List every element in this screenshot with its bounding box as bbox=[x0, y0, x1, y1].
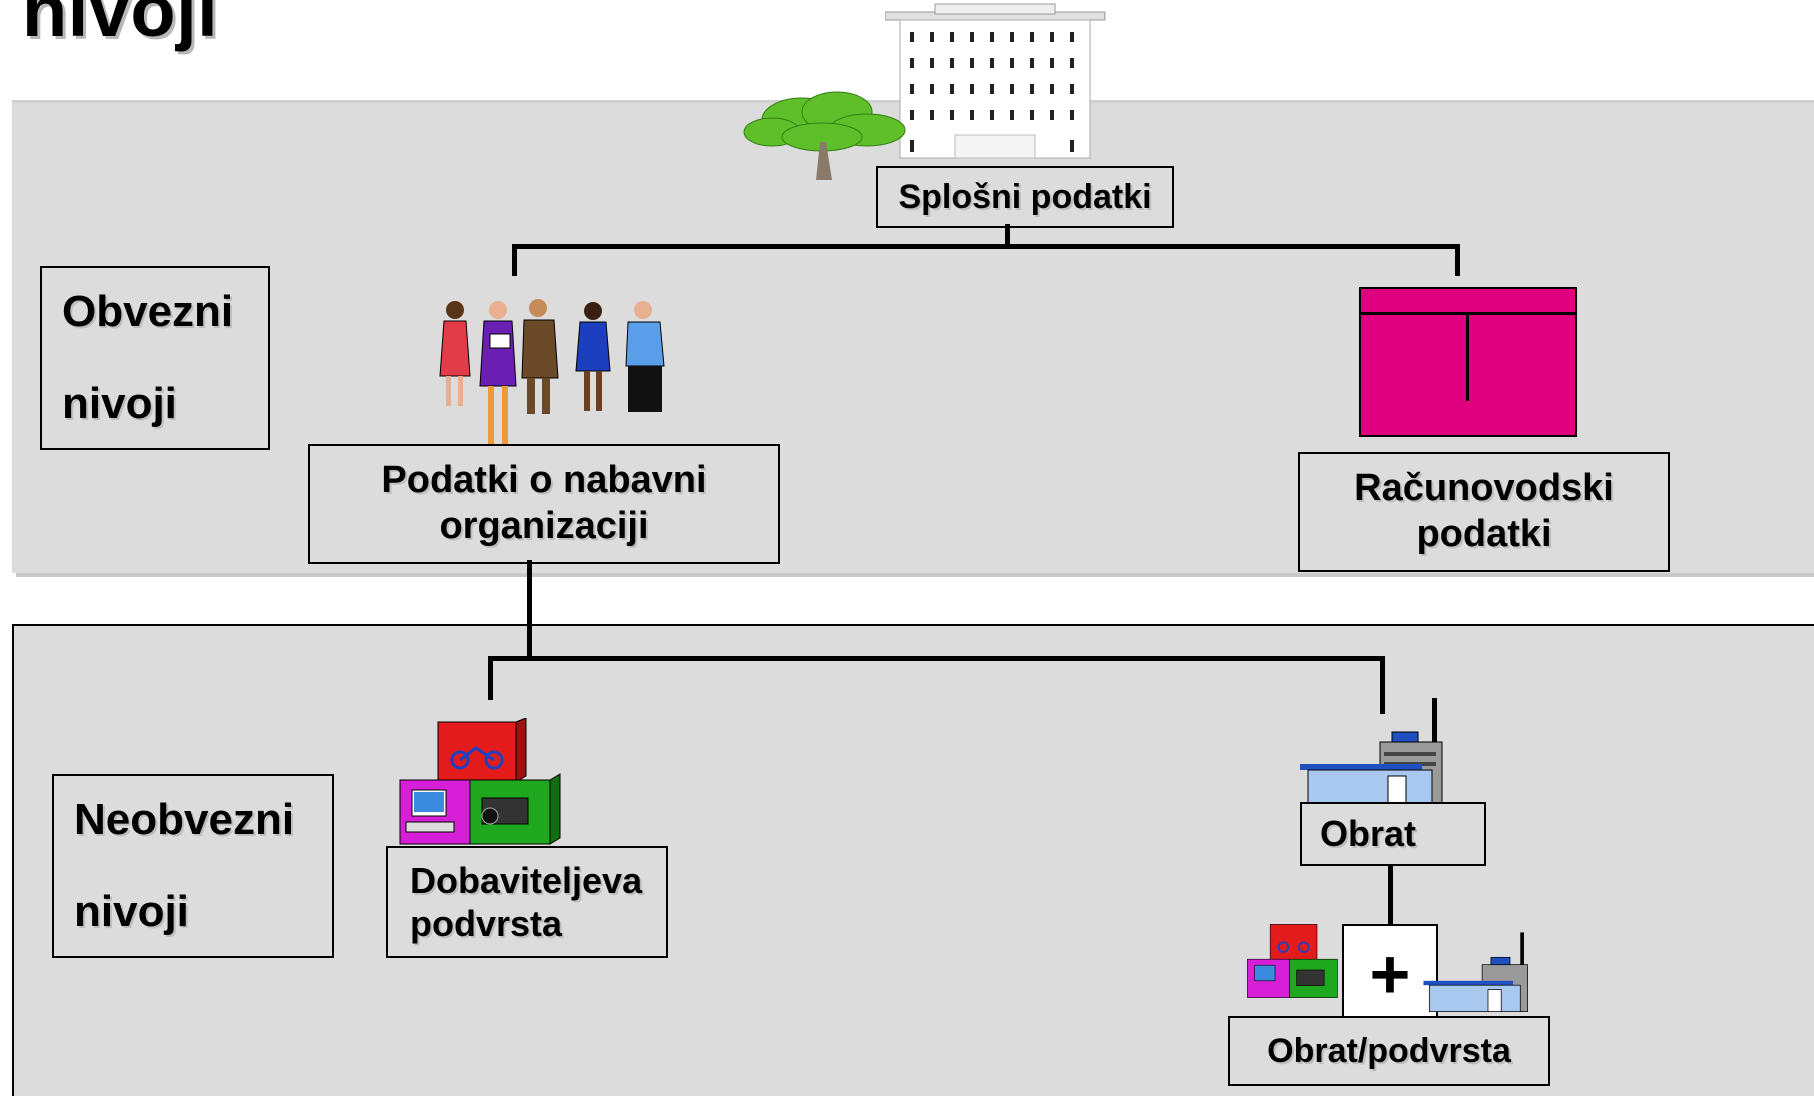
product-boxes-icon bbox=[399, 718, 561, 845]
tree-icon bbox=[743, 91, 906, 180]
optional-levels-label-line1: Neobvezni bbox=[74, 794, 295, 844]
mandatory-levels-label: Obvezni nivoji bbox=[40, 266, 270, 450]
connector bbox=[512, 244, 517, 276]
general-data-box: Splošni podatki bbox=[876, 166, 1174, 228]
connector bbox=[1388, 866, 1393, 926]
optional-levels-label-line2: nivoji bbox=[74, 887, 189, 936]
accounting-data-line1: Računovodski bbox=[1354, 467, 1614, 510]
connector bbox=[1380, 656, 1385, 714]
people-icon bbox=[439, 299, 665, 446]
plus-box: + bbox=[1342, 924, 1438, 1024]
factory-icon bbox=[1423, 932, 1528, 1012]
purchasing-org-data-line2: organizaciji bbox=[439, 505, 649, 547]
connector bbox=[1005, 224, 1010, 244]
mandatory-levels-label-line2: nivoji bbox=[62, 379, 177, 428]
mandatory-levels-label-line1: Obvezni bbox=[62, 286, 234, 336]
building-icon bbox=[885, 3, 1106, 159]
plant-box: Obrat bbox=[1300, 802, 1486, 866]
factory-icon bbox=[1300, 698, 1443, 807]
product-boxes-icon bbox=[1247, 924, 1338, 998]
plant-subrange-box: Obrat/podvrsta bbox=[1228, 1016, 1550, 1086]
purchasing-org-data-line1: Podatki o nabavni bbox=[381, 459, 707, 502]
accounting-ledger-icon bbox=[1359, 287, 1577, 437]
vendor-subrange-box: Dobaviteljeva podvrsta bbox=[386, 846, 668, 958]
plus-symbol: + bbox=[1369, 935, 1411, 1013]
general-data-label: Splošni podatki bbox=[898, 177, 1152, 216]
accounting-data-box: Računovodski podatki bbox=[1298, 452, 1670, 572]
plant-subrange-label: Obrat/podvrsta bbox=[1267, 1031, 1511, 1070]
page-title: nivoji bbox=[22, 0, 219, 52]
vendor-subrange-line2: podvrsta bbox=[410, 903, 563, 944]
connector bbox=[493, 656, 1382, 661]
vendor-subrange-line1: Dobaviteljeva bbox=[410, 859, 643, 901]
connector bbox=[512, 244, 1460, 249]
accounting-data-line2: podatki bbox=[1416, 513, 1552, 555]
connector bbox=[527, 560, 532, 660]
plant-label: Obrat bbox=[1320, 813, 1417, 855]
purchasing-org-data-box: Podatki o nabavni organizaciji bbox=[308, 444, 780, 564]
optional-levels-label: Neobvezni nivoji bbox=[52, 774, 334, 958]
connector bbox=[1455, 244, 1460, 276]
connector bbox=[488, 656, 493, 700]
